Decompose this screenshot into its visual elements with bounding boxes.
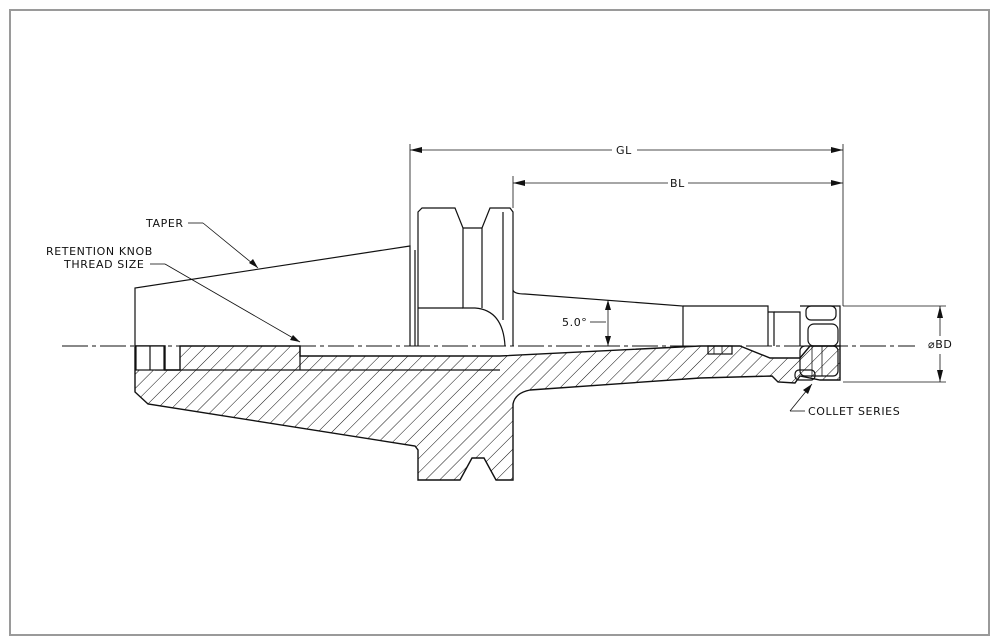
bl-dimension [512, 176, 843, 208]
collet-series-label: COLLET SERIES [808, 405, 900, 418]
retention-knob-label-line1: RETENTION KNOB [46, 245, 153, 258]
taper-leader [188, 222, 259, 269]
bd-dimension [843, 305, 946, 383]
bd-label: ⌀BD [928, 338, 952, 351]
taper-label: TAPER [145, 217, 184, 230]
angle-label: 5.0° [562, 316, 587, 329]
bl-label: BL [670, 177, 685, 190]
retention-knob-label-line2: THREAD SIZE [63, 258, 144, 271]
collet-series-leader [789, 383, 813, 412]
gl-dimension [409, 144, 844, 306]
section-view [134, 345, 841, 481]
retention-knob-leader [150, 263, 301, 343]
angle-dimension [590, 300, 611, 346]
upper-outline [134, 207, 841, 347]
drawing-frame [9, 9, 990, 636]
gl-label: GL [616, 144, 632, 157]
